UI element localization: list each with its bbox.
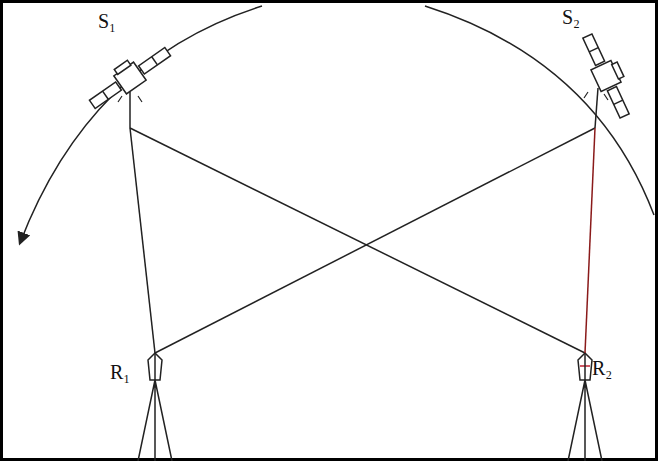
satellite-icon — [577, 29, 639, 120]
signal-line — [155, 128, 595, 353]
node-label: R₁ — [110, 361, 130, 383]
orbit-arc — [425, 6, 654, 215]
satellite-antenna — [129, 92, 131, 128]
satellite-antenna — [584, 92, 608, 100]
signal-line — [130, 128, 155, 353]
satellite-node: S₁ — [92, 4, 172, 128]
receiver-node: R₂ — [560, 353, 630, 459]
satellite-icon — [83, 39, 174, 114]
node-label: S₁ — [98, 10, 116, 32]
receiver-antenna — [138, 353, 172, 461]
signal-line — [130, 128, 585, 353]
signal-line — [585, 128, 595, 353]
satellite-node: S₂ — [556, 2, 652, 128]
receiver-node: R₁ — [108, 353, 178, 459]
satellite-antenna — [118, 96, 142, 102]
node-label: R₂ — [592, 357, 612, 379]
satellite-antenna — [595, 88, 598, 128]
orbit-arc — [20, 6, 262, 243]
node-label: S₂ — [562, 6, 580, 28]
